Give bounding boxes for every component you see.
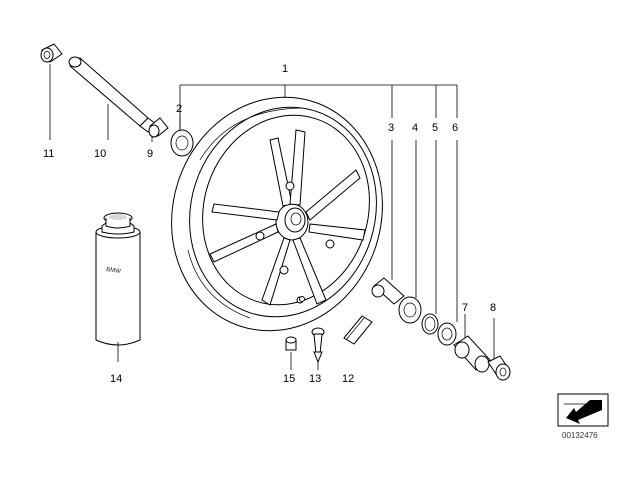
- part-6-seal: [437, 140, 458, 346]
- part-1-wheel: [171, 96, 383, 332]
- callout-1: 1: [282, 63, 288, 75]
- callout-labels: 1 2 3 4 5 6 7 8 9 10 11 12 13 14 15: [43, 63, 496, 385]
- direction-arrow-icon: [557, 393, 609, 427]
- callout-10: 10: [94, 148, 106, 160]
- part-2-bearing: [170, 115, 194, 157]
- callout-7: 7: [462, 302, 468, 314]
- part-11-sleeve: [40, 43, 63, 140]
- callout-8: 8: [490, 302, 496, 314]
- callout-2: 2: [176, 103, 182, 115]
- part-5-circlip: [421, 140, 439, 335]
- callout-11: 11: [43, 148, 54, 160]
- drawing-number: 00132476: [562, 431, 598, 440]
- callout-3: 3: [388, 122, 394, 134]
- part-8-bolt: [487, 318, 511, 381]
- part-10-axle: [68, 56, 157, 140]
- callout-6: 6: [452, 122, 458, 134]
- callout-15: 15: [283, 373, 295, 385]
- bracket-leader-1: [179, 84, 458, 140]
- callout-4: 4: [412, 122, 418, 134]
- part-12-balance-weight: [343, 315, 373, 345]
- part-15-valve-cap: [285, 336, 297, 370]
- callout-5: 5: [432, 122, 438, 134]
- part-14-spray-can: BMW: [95, 212, 141, 362]
- callout-9: 9: [147, 148, 153, 160]
- part-9-spacer: [148, 117, 169, 142]
- spray-can-brand: BMW: [106, 267, 122, 275]
- part-3-bush: [371, 140, 405, 305]
- callout-13: 13: [309, 373, 321, 385]
- callout-12: 12: [342, 373, 354, 385]
- part-4-bearing: [398, 140, 422, 324]
- part-7-spacer: [453, 314, 491, 373]
- callout-14: 14: [110, 373, 122, 385]
- part-13-valve: [311, 327, 325, 370]
